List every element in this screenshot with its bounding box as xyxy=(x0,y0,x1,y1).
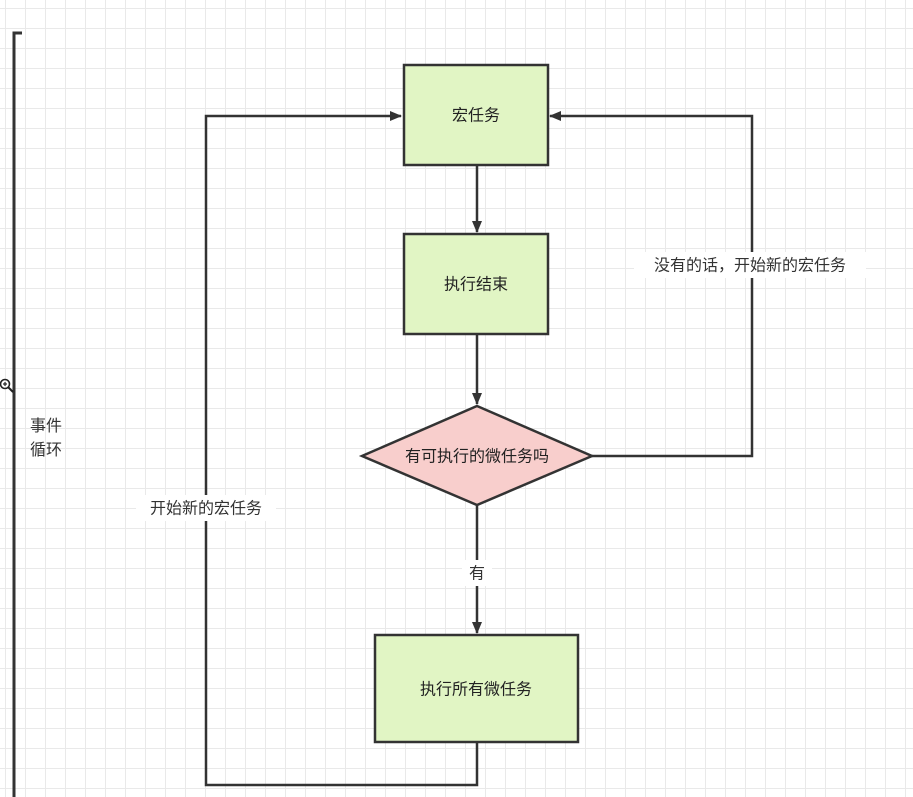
event-loop-label-line1: 事件 xyxy=(30,416,62,435)
edge-micro-to-macro xyxy=(204,111,479,787)
node-macro-task: 宏任务 xyxy=(402,63,550,167)
edge-label-no-start-new: 没有的话，开始新的宏任务 xyxy=(654,256,846,275)
edge-label-start-new: 开始新的宏任务 xyxy=(150,499,262,518)
node-execution-end: 执行结束 xyxy=(402,232,550,336)
zoom-in-cursor-icon xyxy=(0,378,14,393)
svg-text:宏任务: 宏任务 xyxy=(452,106,500,125)
event-loop-label-line2: 循环 xyxy=(30,440,62,459)
svg-text:执行结束: 执行结束 xyxy=(444,275,508,294)
event-loop-bracket xyxy=(12,31,22,797)
edge-label-yes: 有 xyxy=(469,564,485,583)
svg-text:有可执行的微任务吗: 有可执行的微任务吗 xyxy=(405,447,549,466)
node-has-micro-tasks-decision: 有可执行的微任务吗 xyxy=(358,404,596,507)
svg-text:执行所有微任务: 执行所有微任务 xyxy=(420,680,532,699)
edge-decision-no-to-macro xyxy=(549,111,754,458)
node-execute-all-micro-tasks: 执行所有微任务 xyxy=(373,633,580,744)
